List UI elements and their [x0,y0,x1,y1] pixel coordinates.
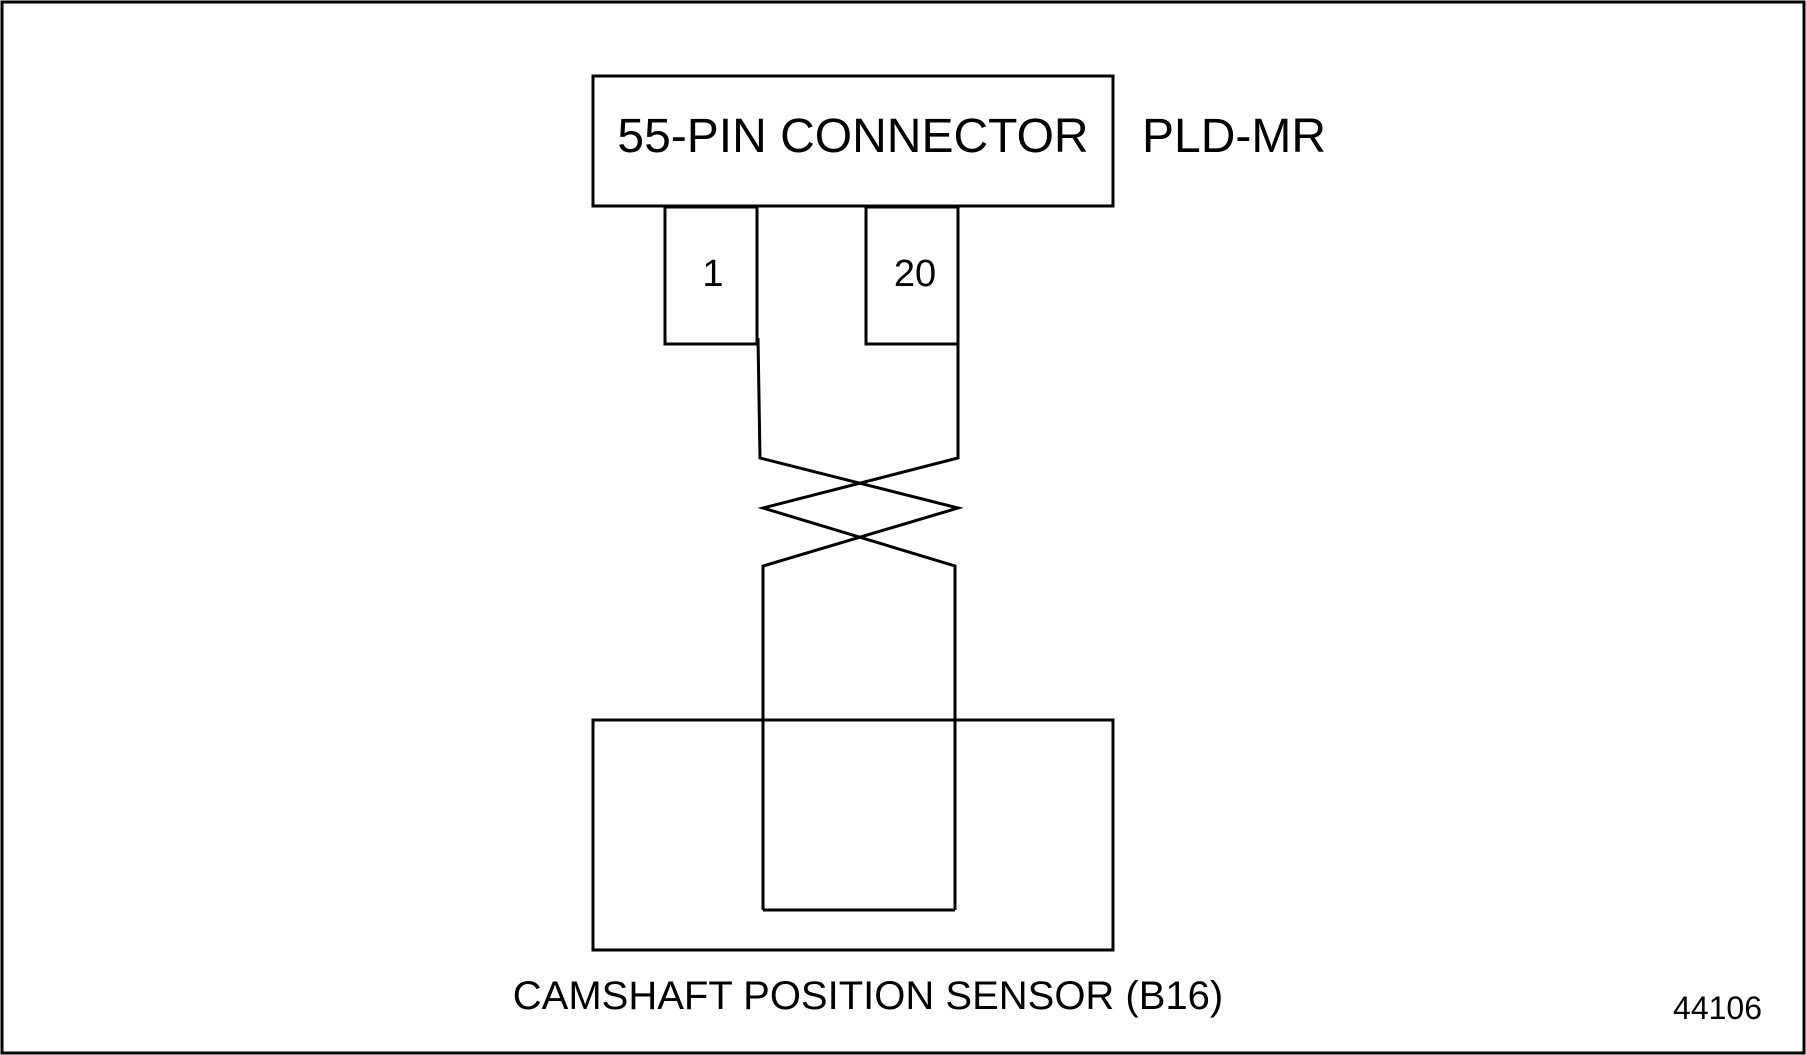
pin-20-box [864,205,960,346]
pin-20-label: 20 [894,253,936,295]
connector-box [591,74,1115,208]
wire-pin-1 [756,337,964,910]
pin-1-box [663,205,759,346]
sensor-box [591,718,1115,952]
sensor-label: CAMSHAFT POSITION SENSOR (B16) [513,974,1224,1018]
figure-number: 44106 [1673,990,1762,1026]
pin-1-label: 1 [702,253,723,295]
connector-label: 55-PIN CONNECTOR [617,110,1088,163]
module-label: PLD-MR [1142,110,1326,163]
wire-pin-20 [757,338,960,910]
